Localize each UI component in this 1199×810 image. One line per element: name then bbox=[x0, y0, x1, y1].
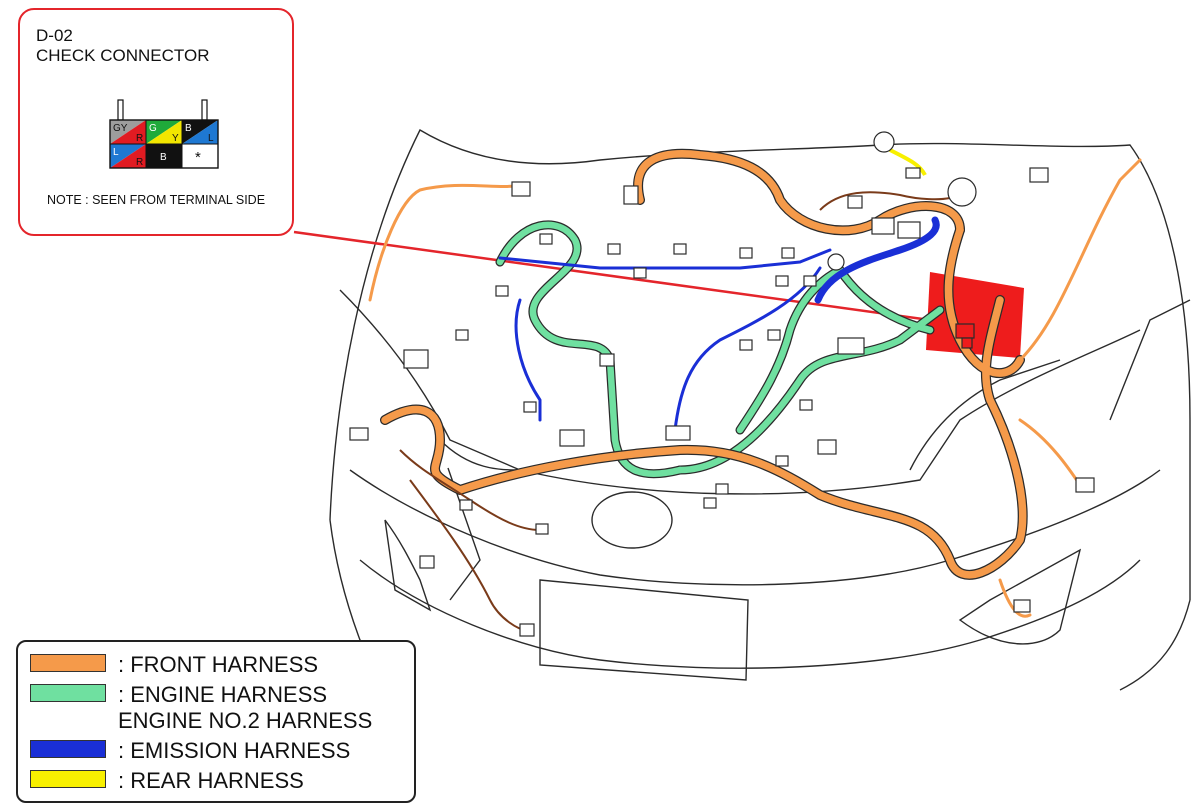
terminal-b2-label: B bbox=[160, 152, 167, 163]
terminal-b-l: B L bbox=[182, 120, 218, 144]
car-body-outline bbox=[329, 129, 1191, 701]
terminal-r-label: R bbox=[136, 133, 143, 144]
terminal-y-label: Y bbox=[172, 133, 179, 144]
legend-swatch-front bbox=[30, 654, 106, 672]
terminal-gy-label: GY bbox=[113, 123, 128, 134]
terminal-r2-label: R bbox=[136, 157, 143, 168]
terminal-asterisk-label: * bbox=[195, 149, 201, 166]
terminal-l-r: L R bbox=[110, 144, 146, 168]
terminal-unused: * bbox=[182, 144, 218, 168]
terminal-gy-r: GY R bbox=[110, 120, 146, 144]
connector-detail-in-bay bbox=[955, 323, 975, 349]
legend-label-engine-no2: ENGINE NO.2 HARNESS bbox=[118, 708, 373, 733]
harness-connectors bbox=[349, 131, 1095, 637]
legend-label-front: : FRONT HARNESS bbox=[118, 652, 319, 677]
legend-swatch-engine bbox=[30, 684, 106, 702]
terminal-l-label: L bbox=[208, 133, 214, 144]
terminal-g-label: G bbox=[149, 123, 157, 134]
legend-swatch-rear bbox=[30, 770, 106, 788]
legend-label-engine: : ENGINE HARNESS bbox=[118, 682, 328, 707]
legend-swatch-emission bbox=[30, 740, 106, 758]
connector-code: D-02 bbox=[36, 26, 73, 45]
check-connector-callout: D-02 CHECK CONNECTOR GY R G Y B L L bbox=[18, 8, 294, 236]
callout-leader-line bbox=[293, 230, 931, 322]
connector-latch-right bbox=[201, 99, 208, 121]
rear-harness-wire bbox=[889, 148, 927, 176]
harness-legend: : FRONT HARNESS : ENGINE HARNESS ENGINE … bbox=[16, 640, 416, 803]
terminal-l2-label: L bbox=[113, 147, 119, 158]
front-harness-wires bbox=[368, 148, 1142, 618]
terminal-b-label: B bbox=[185, 123, 192, 134]
connector-latch-left bbox=[117, 99, 124, 121]
terminal-g-y: G Y bbox=[146, 120, 182, 144]
connector-note: NOTE : SEEN FROM TERMINAL SIDE bbox=[46, 193, 266, 207]
legend-label-rear: : REAR HARNESS bbox=[118, 768, 304, 793]
emission-harness-wires bbox=[498, 216, 940, 432]
legend-label-emission: : EMISSION HARNESS bbox=[118, 738, 351, 763]
connector-name: CHECK CONNECTOR bbox=[36, 46, 210, 65]
terminal-b: B bbox=[146, 144, 182, 168]
connector-face-diagram: GY R G Y B L L R B * bbox=[109, 99, 219, 169]
